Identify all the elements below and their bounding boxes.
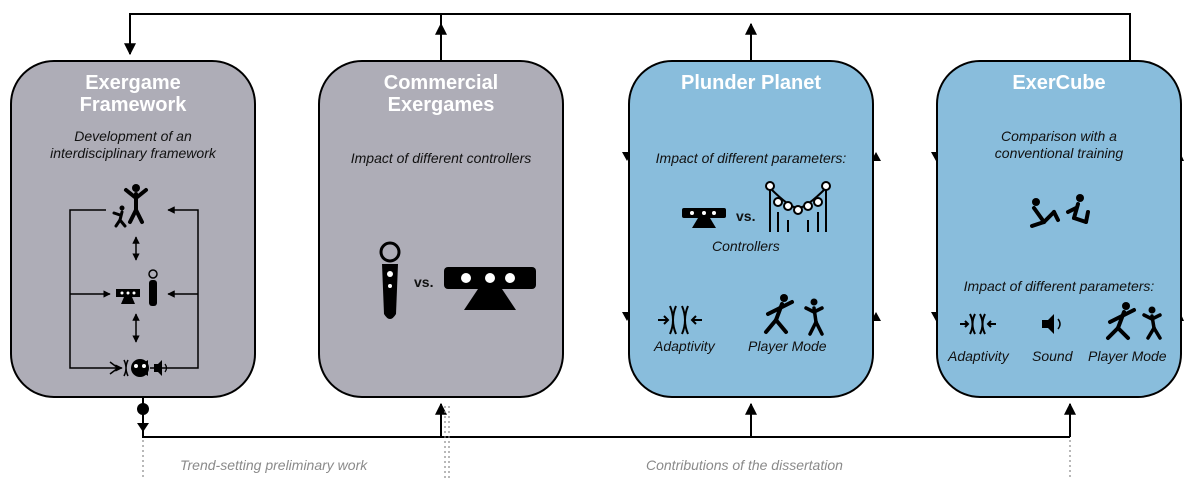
subtitle-line: conventional training: [994, 145, 1124, 161]
card-subtitle: Impact of different parameters:: [655, 150, 847, 166]
card-subtitle: Comparison with a conventional training: [944, 128, 1174, 162]
move-controller-icon: [379, 241, 401, 319]
kinect-icon: [682, 208, 726, 228]
vs-label: vs.: [736, 208, 756, 224]
player-mode-icon: [1106, 302, 1162, 340]
card-subtitle-parameters: Impact of different parameters:: [963, 278, 1155, 294]
subtitle-line: Development of an: [74, 128, 192, 144]
subtitle-line: interdisciplinary framework: [50, 145, 216, 161]
player-mode-label: Player Mode: [748, 338, 827, 354]
vs-label: vs.: [414, 274, 434, 290]
subtitle-line: Comparison with a: [1001, 128, 1117, 144]
start-dot: [137, 403, 149, 415]
exercube-icons: [960, 194, 1162, 340]
sound-icon: [1042, 314, 1061, 334]
title-line: Exergame: [85, 72, 181, 94]
down-arrowhead: [137, 423, 149, 432]
card-exergame-framework: Exergame Framework Development of an int…: [10, 60, 256, 398]
adaptivity-icon: [658, 305, 702, 335]
top-feedback-line: [124, 13, 1131, 60]
plunder-planet-icons: [658, 181, 831, 336]
adaptivity-sound-icons: [109, 359, 168, 377]
card-commercial-exergames: Commercial Exergames Impact of different…: [318, 60, 564, 398]
adaptivity-icon: [960, 313, 996, 335]
card-exercube: ExerCube Comparison with a conventional …: [936, 60, 1182, 398]
controllers-label: Controllers: [712, 238, 780, 254]
framework-diagram-icon: [69, 184, 199, 377]
card-subtitle: Impact of different controllers: [350, 150, 532, 166]
devices-icon: [116, 269, 158, 306]
sound-label: Sound: [1032, 348, 1073, 364]
dotted-separators: [142, 406, 1071, 480]
training-icon: [1030, 194, 1090, 228]
player-mode-icon: [764, 294, 824, 336]
card-title: ExerCube: [1012, 72, 1106, 94]
people-icon: [112, 184, 148, 228]
title-line: Commercial: [383, 72, 499, 94]
player-mode-label: Player Mode: [1088, 348, 1167, 364]
controllers-comparison-icon: [379, 241, 536, 319]
card-title: Exergame Framework: [12, 72, 254, 116]
card-title: Plunder Planet: [680, 72, 822, 94]
contributions-label: Contributions of the dissertation: [646, 457, 843, 473]
adaptivity-label: Adaptivity: [654, 338, 715, 354]
kinect-icon: [444, 267, 536, 310]
card-plunder-planet: Plunder Planet Impact of different param…: [628, 60, 874, 398]
adaptivity-label: Adaptivity: [948, 348, 1009, 364]
bottom-flow-line: [142, 398, 1076, 438]
card-subtitle: Development of an interdisciplinary fram…: [18, 128, 248, 162]
preliminary-work-label: Trend-setting preliminary work: [180, 457, 368, 473]
title-line: Framework: [79, 94, 187, 116]
title-line: Exergames: [387, 94, 495, 116]
card-title: Commercial Exergames: [320, 72, 562, 116]
fitness-frame-icon: [765, 181, 831, 232]
